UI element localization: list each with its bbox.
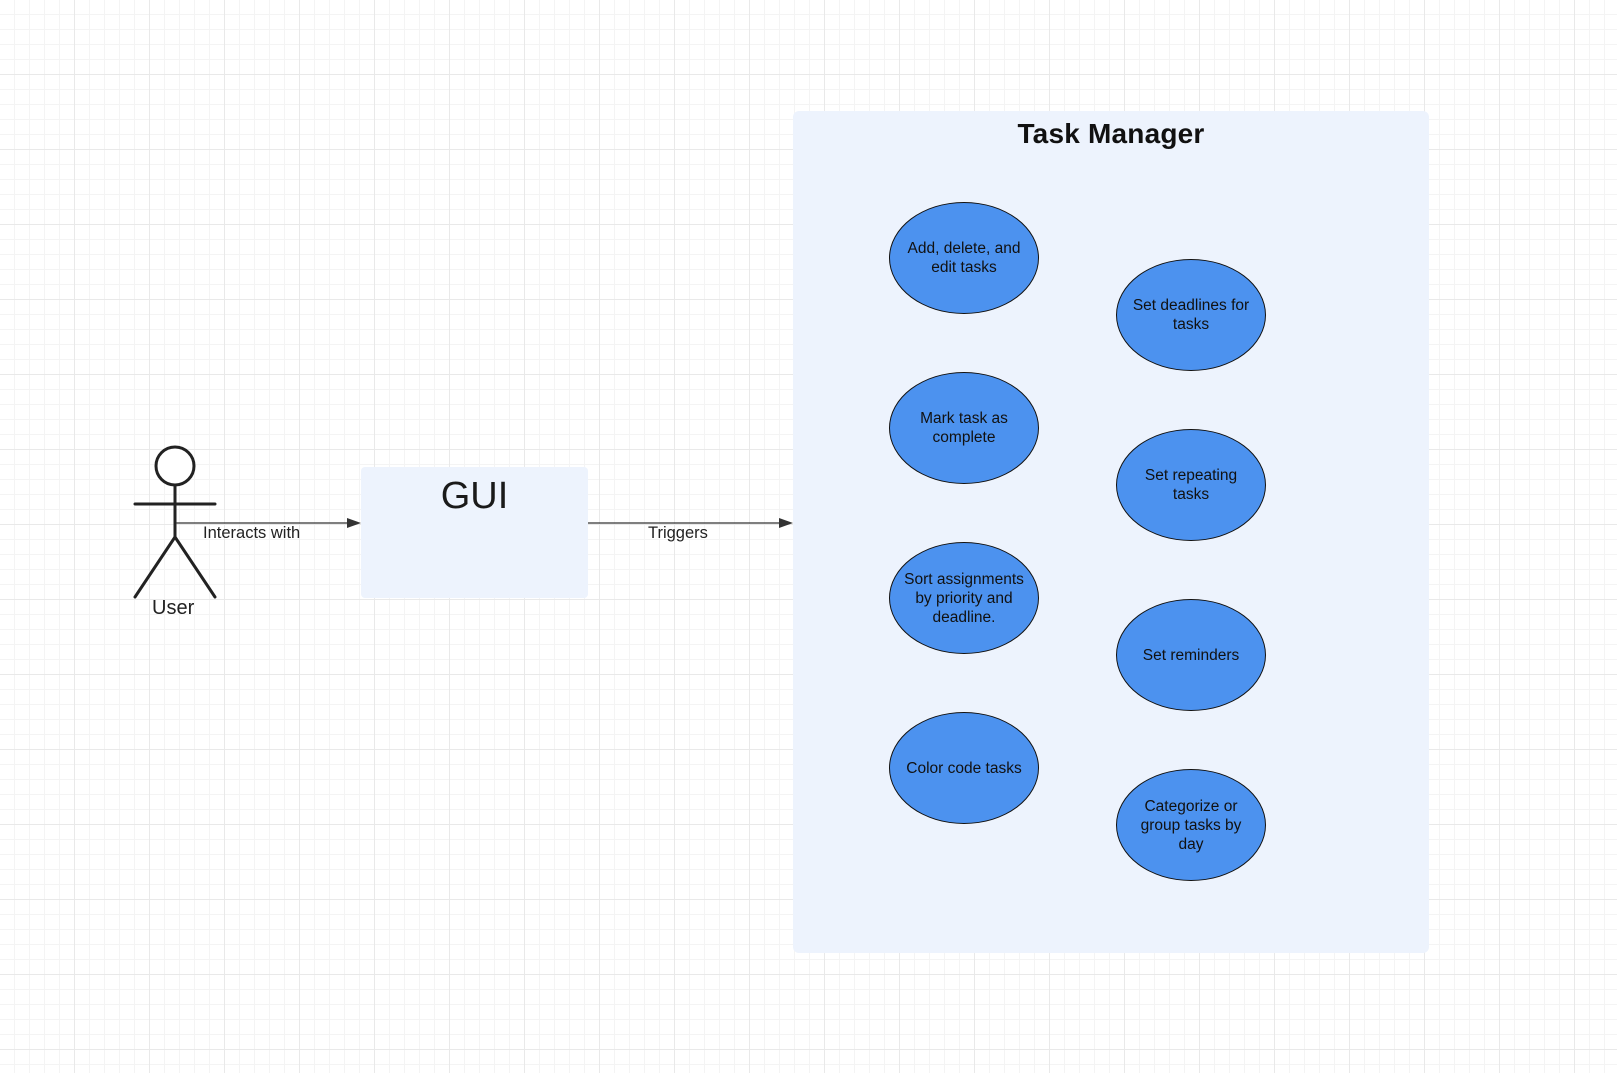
use-case-color-code[interactable]: Color code tasks	[889, 712, 1039, 824]
use-case-label: Categorize or group tasks by day	[1140, 797, 1242, 853]
use-case-label: Set repeating tasks	[1144, 467, 1238, 503]
stick-figure-icon[interactable]	[133, 445, 217, 599]
system-boundary[interactable]	[793, 111, 1429, 953]
edge-label-triggers: Triggers	[648, 524, 708, 542]
gui-label: GUI	[440, 475, 509, 517]
use-case-label: Add, delete, and edit tasks	[907, 240, 1021, 276]
use-case-set-repeating[interactable]: Set repeating tasks	[1116, 429, 1266, 541]
use-case-mark-complete[interactable]: Mark task as complete	[889, 372, 1039, 484]
system-title: Task Manager	[1017, 118, 1205, 149]
use-case-sort[interactable]: Sort assignments by priority and deadlin…	[889, 542, 1039, 654]
use-case-categorize[interactable]: Categorize or group tasks by day	[1116, 769, 1266, 881]
use-case-label: Color code tasks	[906, 759, 1022, 777]
use-case-set-reminders[interactable]: Set reminders	[1116, 599, 1266, 711]
use-case-label: Sort assignments by priority and deadlin…	[904, 570, 1024, 626]
edge-label-interacts-with: Interacts with	[203, 524, 301, 542]
use-case-set-deadlines[interactable]: Set deadlines for tasks	[1116, 259, 1266, 371]
use-case-label: Set deadlines for tasks	[1132, 297, 1250, 333]
use-case-add-delete-edit[interactable]: Add, delete, and edit tasks	[889, 202, 1039, 314]
use-case-label: Set reminders	[1142, 646, 1240, 664]
actor-label: User	[152, 597, 195, 619]
use-case-label: Mark task as complete	[920, 410, 1008, 446]
gui-box[interactable]	[361, 467, 588, 598]
